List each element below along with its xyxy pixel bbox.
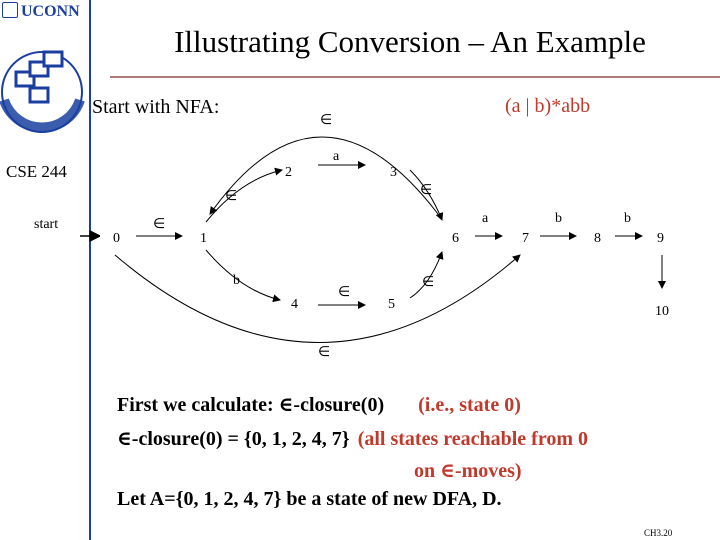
edge-1-4	[205, 249, 281, 303]
svg-text:6: 6	[452, 231, 459, 246]
state-6: 6	[452, 231, 459, 246]
label-1-2: ∈	[225, 189, 237, 204]
svg-text:3: 3	[390, 165, 397, 180]
svg-text:4: 4	[291, 297, 298, 312]
state-9: 9	[657, 231, 664, 246]
edge-0-7	[114, 254, 521, 343]
state-2: 2	[285, 165, 292, 180]
svg-text:10: 10	[655, 304, 669, 319]
label-4-5: ∈	[338, 285, 350, 300]
label-0-7: ∈	[318, 345, 330, 360]
state-10: 10	[655, 304, 669, 319]
page-title: Illustrating Conversion – An Example	[174, 24, 646, 59]
edge-1-2	[205, 167, 283, 223]
label-5-6: ∈	[422, 275, 434, 290]
computer-icon-3	[42, 50, 64, 68]
edge-5-6	[409, 251, 444, 299]
slide-number: CH3.20	[644, 528, 673, 538]
line-3: on ∈-moves)	[414, 460, 522, 482]
state-5: 5	[388, 297, 395, 312]
state-3: 3	[390, 165, 397, 180]
department-emblem	[0, 50, 85, 133]
label-6-1: ∈	[320, 113, 332, 128]
edge-6-1	[209, 136, 439, 215]
uconn-logo: UCONN	[2, 2, 80, 21]
state-4: 4	[291, 297, 298, 312]
label-6-7: a	[482, 211, 489, 226]
label-1-4: b	[233, 273, 240, 288]
svg-text:5: 5	[388, 297, 395, 312]
edge-3-6	[409, 169, 444, 221]
label-2-3: a	[333, 149, 340, 164]
state-0: 0	[100, 218, 136, 254]
state-1: 1	[200, 231, 207, 246]
state-8: 8	[594, 231, 601, 246]
svg-text:0: 0	[113, 231, 120, 246]
line-2: ∈-closure(0) = {0, 1, 2, 4, 7}(all state…	[117, 428, 589, 450]
svg-text:1: 1	[200, 231, 207, 246]
sidebar-divider	[89, 0, 91, 540]
computer-icon-4	[28, 86, 50, 104]
start-label: start	[34, 217, 58, 232]
svg-text:9: 9	[657, 231, 664, 246]
logo-text: UCONN	[21, 3, 80, 20]
label-8-9: b	[624, 211, 631, 226]
line-1: First we calculate: ∈-closure(0)(i.e., s…	[117, 394, 521, 416]
seal-icon	[2, 2, 18, 18]
regex-label: (a | b)*abb	[505, 95, 591, 117]
course-code: CSE 244	[6, 162, 67, 181]
line-4: Let A={0, 1, 2, 4, 7} be a state of new …	[117, 488, 502, 510]
start-with-label: Start with NFA:	[92, 96, 220, 118]
svg-text:7: 7	[522, 231, 529, 246]
label-0-1: ∈	[153, 217, 165, 232]
label-7-8: b	[555, 211, 562, 226]
title-underline	[110, 76, 720, 78]
state-7: 7	[522, 231, 529, 246]
label-3-6: ∈	[420, 183, 432, 198]
svg-text:8: 8	[594, 231, 601, 246]
svg-text:2: 2	[285, 165, 292, 180]
